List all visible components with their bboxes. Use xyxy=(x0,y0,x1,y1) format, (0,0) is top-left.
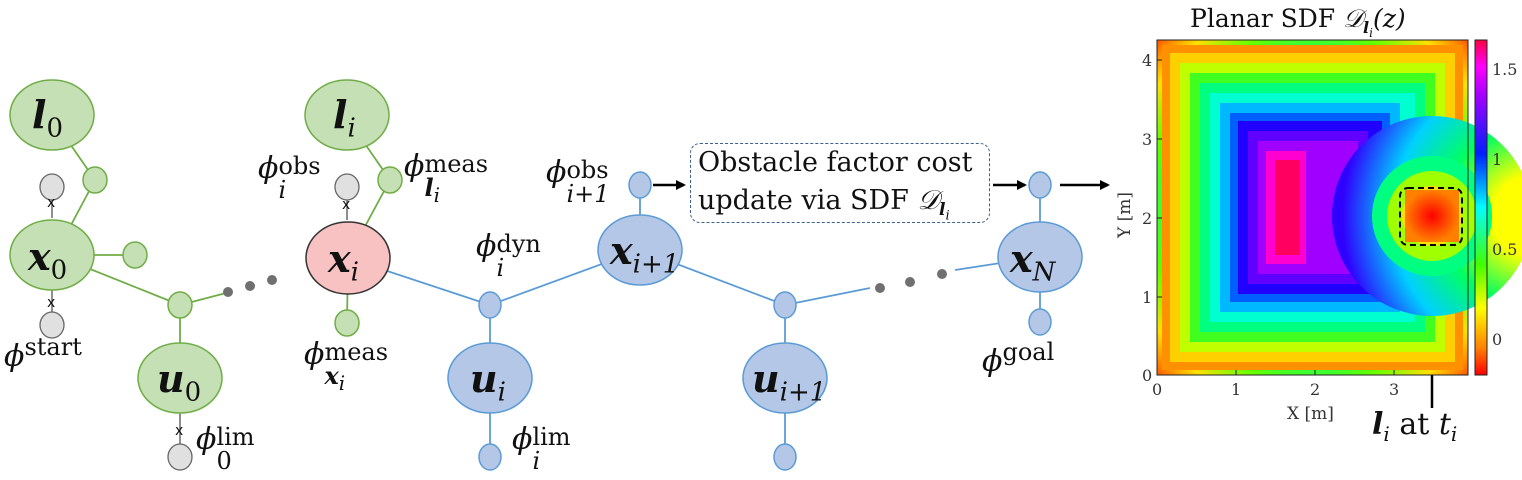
ytick-2: 2 xyxy=(1142,209,1153,228)
x-mark-li: x xyxy=(342,197,351,213)
node-ui xyxy=(447,342,533,414)
node-ui1 xyxy=(742,342,828,414)
sdf-title: Planar SDF 𝒟li(z) xyxy=(1190,4,1406,41)
x-mark-u0: x xyxy=(175,423,184,439)
xtick-0: 0 xyxy=(1152,380,1163,399)
ytick-0: 0 xyxy=(1142,366,1153,385)
label-phi-start: ϕstart xyxy=(4,333,82,374)
obstacle-update-box xyxy=(690,143,990,223)
gray-factors xyxy=(39,173,360,471)
node-x0 xyxy=(9,219,95,291)
cbar-tick-15: 1.5 xyxy=(1492,60,1518,79)
ytick-3: 3 xyxy=(1142,130,1153,149)
node-xi xyxy=(305,221,391,295)
box-line2: update via SDF 𝒟li xyxy=(698,185,950,224)
sdf-annotation: li at ti xyxy=(1372,407,1458,446)
label-li: li xyxy=(333,92,356,144)
x-mark-x0: x xyxy=(47,295,56,311)
box-line1: Obstacle factor cost xyxy=(698,147,973,178)
xtick-2: 2 xyxy=(1310,380,1321,399)
ytick-1: 1 xyxy=(1142,288,1153,307)
xtick-3: 3 xyxy=(1389,380,1400,399)
blue-factors xyxy=(478,171,1052,471)
node-u0 xyxy=(137,342,223,414)
label-xi1: xi+1 xyxy=(610,228,680,280)
blue-edges xyxy=(347,185,1041,457)
node-l0 xyxy=(9,79,95,151)
ytick-4: 4 xyxy=(1142,51,1153,70)
sdf-xlabel: X [m] xyxy=(1287,404,1334,424)
sdf-ylabel: Y [m] xyxy=(1115,191,1136,239)
cbar-tick-1: 1 xyxy=(1492,150,1503,169)
label-xN: xN xyxy=(1010,236,1056,288)
node-li xyxy=(304,79,390,151)
node-xi1 xyxy=(597,214,683,286)
label-phi-goal: ϕgoal xyxy=(982,338,1055,379)
cbar-tick-0: 0 xyxy=(1492,330,1503,349)
label-xi: xi xyxy=(328,236,359,288)
label-ui1: ui+1 xyxy=(752,356,827,408)
ellipsis-dots xyxy=(223,269,947,297)
label-ui: ui xyxy=(470,356,506,408)
cbar-tick-05: 0.5 xyxy=(1492,240,1518,259)
node-xN xyxy=(997,221,1083,293)
label-u0: u0 xyxy=(157,356,202,408)
sdf-plot xyxy=(1156,39,1522,376)
x-mark-l0: x xyxy=(47,195,56,211)
label-l0: l0 xyxy=(32,92,63,144)
green-factors xyxy=(82,166,403,337)
label-x0: x0 xyxy=(28,234,68,286)
xtick-1: 1 xyxy=(1231,380,1242,399)
